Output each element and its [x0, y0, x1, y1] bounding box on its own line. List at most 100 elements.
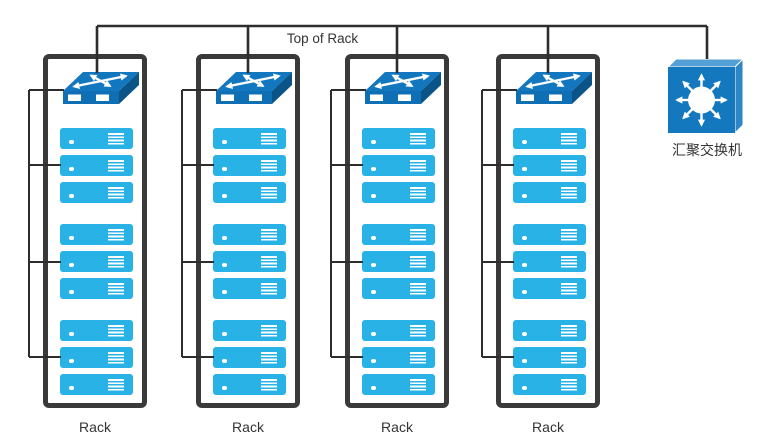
led-icon	[522, 235, 527, 240]
vents-icon	[108, 256, 124, 268]
vents-icon	[561, 256, 577, 268]
rack-1: Rack	[43, 54, 147, 435]
vents-icon	[561, 283, 577, 295]
tor-switch-icon	[63, 71, 139, 105]
server	[362, 155, 435, 176]
led-icon	[69, 193, 74, 198]
server	[362, 320, 435, 341]
led-icon	[222, 139, 227, 144]
server	[362, 128, 435, 149]
tor-switch-icon	[216, 71, 292, 105]
vents-icon	[108, 187, 124, 199]
vents-icon	[410, 160, 426, 172]
vents-icon	[410, 256, 426, 268]
vents-icon	[261, 133, 277, 145]
server-stack	[362, 128, 435, 395]
server	[513, 155, 586, 176]
vents-icon	[108, 325, 124, 337]
vents-icon	[410, 187, 426, 199]
server	[213, 128, 286, 149]
rack-label: Rack	[532, 419, 564, 435]
rack-label: Rack	[381, 419, 413, 435]
vents-icon	[108, 160, 124, 172]
server	[60, 374, 133, 395]
rack-2: Rack	[196, 54, 300, 435]
server	[60, 155, 133, 176]
led-icon	[69, 331, 74, 336]
server-stack	[513, 128, 586, 395]
server	[513, 347, 586, 368]
led-icon	[522, 358, 527, 363]
led-icon	[522, 262, 527, 267]
server	[513, 251, 586, 272]
server	[213, 374, 286, 395]
server	[362, 374, 435, 395]
top-of-rack-label: Top of Rack	[286, 31, 359, 46]
led-icon	[222, 262, 227, 267]
server	[213, 347, 286, 368]
vents-icon	[561, 160, 577, 172]
led-icon	[69, 166, 74, 171]
vents-icon	[108, 133, 124, 145]
led-icon	[222, 385, 227, 390]
led-icon	[371, 235, 376, 240]
vents-icon	[410, 379, 426, 391]
server	[213, 251, 286, 272]
vents-icon	[410, 325, 426, 337]
led-icon	[69, 235, 74, 240]
led-icon	[371, 166, 376, 171]
vents-icon	[561, 187, 577, 199]
server-stack	[213, 128, 286, 395]
server	[213, 182, 286, 203]
vents-icon	[108, 283, 124, 295]
led-icon	[371, 289, 376, 294]
vents-icon	[561, 229, 577, 241]
server	[513, 128, 586, 149]
led-icon	[222, 166, 227, 171]
led-icon	[371, 193, 376, 198]
led-icon	[371, 331, 376, 336]
led-icon	[222, 289, 227, 294]
led-icon	[371, 139, 376, 144]
led-icon	[222, 331, 227, 336]
server-stack	[60, 128, 133, 395]
aggregation-switch-icon	[668, 59, 743, 133]
server-group	[362, 320, 435, 395]
server	[60, 251, 133, 272]
rack-label: Rack	[79, 419, 111, 435]
led-icon	[69, 289, 74, 294]
vents-icon	[261, 379, 277, 391]
server	[60, 320, 133, 341]
server-group	[60, 320, 133, 395]
vents-icon	[561, 133, 577, 145]
server	[362, 278, 435, 299]
vents-icon	[561, 325, 577, 337]
led-icon	[522, 166, 527, 171]
server-group	[213, 128, 286, 203]
server-group	[513, 128, 586, 203]
vents-icon	[261, 325, 277, 337]
led-icon	[222, 358, 227, 363]
vents-icon	[410, 133, 426, 145]
vents-icon	[261, 283, 277, 295]
vents-icon	[410, 352, 426, 364]
server-group	[60, 128, 133, 203]
led-icon	[69, 358, 74, 363]
rack-4: Rack	[496, 54, 600, 435]
vents-icon	[261, 160, 277, 172]
server	[513, 278, 586, 299]
server-group	[513, 224, 586, 299]
server	[362, 347, 435, 368]
led-icon	[222, 235, 227, 240]
server	[60, 347, 133, 368]
vents-icon	[410, 283, 426, 295]
server	[513, 320, 586, 341]
server	[513, 224, 586, 245]
led-icon	[371, 385, 376, 390]
vents-icon	[108, 229, 124, 241]
server	[213, 278, 286, 299]
server	[60, 128, 133, 149]
server	[513, 374, 586, 395]
vents-icon	[261, 229, 277, 241]
server	[60, 278, 133, 299]
